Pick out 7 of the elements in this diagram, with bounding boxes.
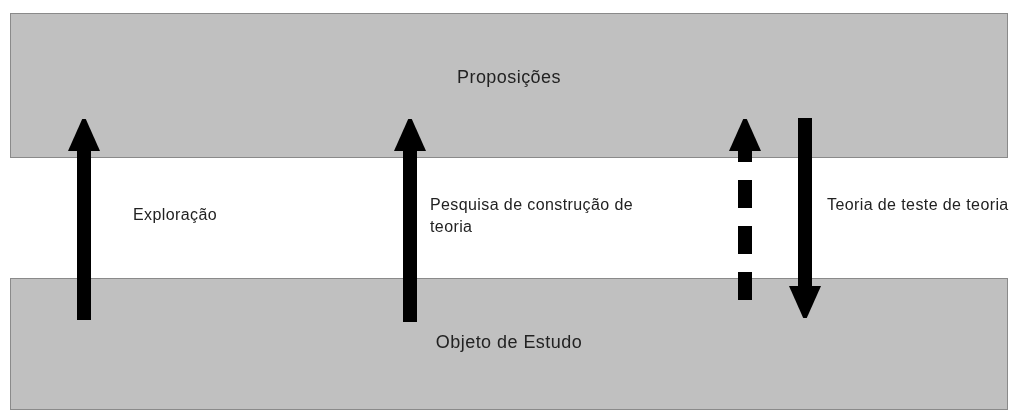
edge-label: Exploração <box>133 205 219 225</box>
band-title: Objeto de Estudo <box>434 331 584 354</box>
band <box>10 278 1008 410</box>
edge-label: Pesquisa de construção de teoria <box>430 195 634 237</box>
band-title: Proposições <box>456 66 562 89</box>
edge-label: Teoria de teste de teoria <box>827 195 1010 215</box>
band <box>10 13 1008 158</box>
